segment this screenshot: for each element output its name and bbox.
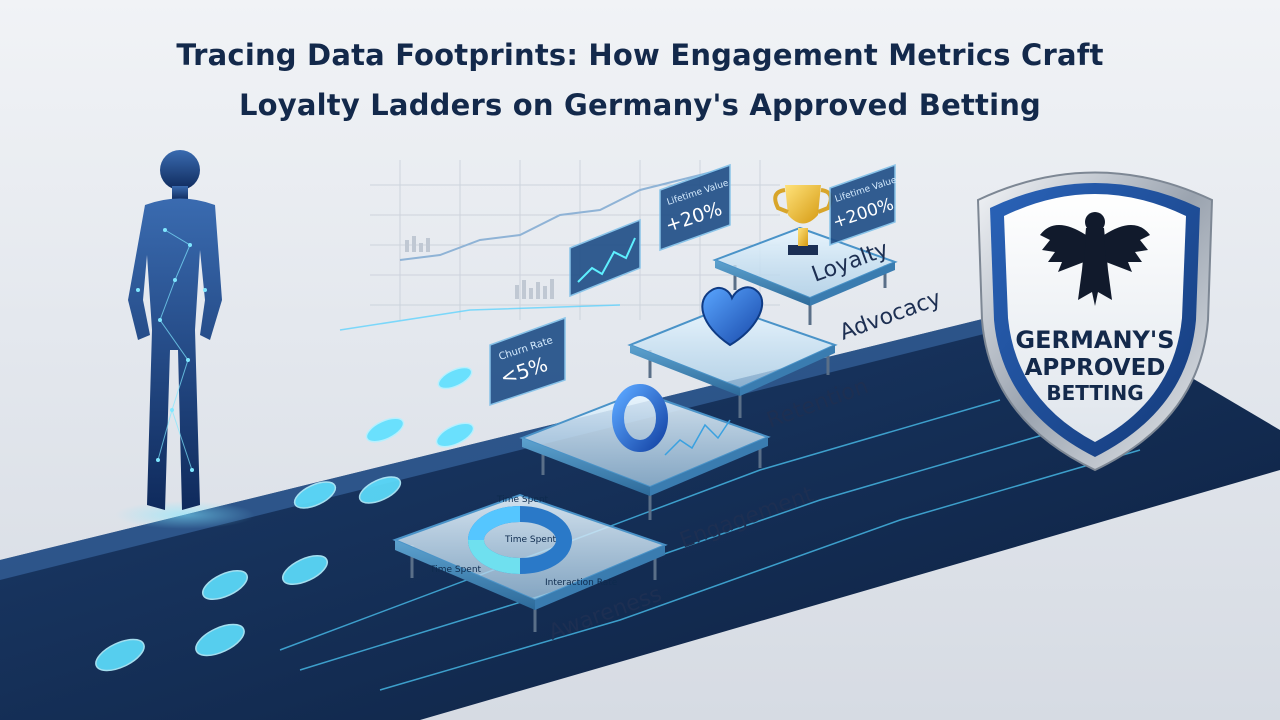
shield-line-3: BETTING: [1046, 381, 1143, 405]
panel-lifetime-value-2: Lifetime Value +200%: [829, 163, 898, 247]
human-figure-icon: [115, 150, 255, 529]
donut-label-2: Time Spent: [504, 535, 557, 545]
background-grid: [370, 160, 780, 320]
heart-icon: [701, 286, 764, 347]
ring-icon: [612, 384, 668, 452]
platform-retention: [627, 305, 838, 418]
data-lines: [279, 304, 1141, 691]
footprint-icon: [293, 476, 402, 509]
shield-icon: [976, 171, 1214, 472]
platform-loyalty: [712, 226, 898, 325]
donut-chart: [468, 506, 572, 574]
shield-line-2: APPROVED: [1025, 355, 1166, 381]
footprint-icon: [95, 623, 245, 672]
panel-churn-rate: Churn Rate <5%: [489, 316, 566, 407]
footprints: [95, 366, 475, 672]
background-trend-line: [399, 169, 721, 261]
background-bars: [405, 236, 554, 299]
footprint-icon: [365, 417, 475, 448]
page-title: Tracing Data Footprints: How Engagement …: [0, 30, 1280, 130]
shield-line-1: GERMANY'S: [1015, 326, 1174, 354]
footprint-icon: [202, 555, 328, 600]
panel-trend-chart: [569, 218, 641, 298]
footprint-icon: [437, 366, 473, 390]
donut-label-4: Interaction Rate: [545, 578, 618, 588]
eagle-icon: [1040, 212, 1150, 306]
floor-path: [0, 300, 1280, 720]
title-line-1: Tracing Data Footprints: How Engagement …: [176, 38, 1104, 72]
title-line-2: Loyalty Ladders on Germany's Approved Be…: [238, 88, 1042, 122]
panel-lifetime-value-1: Lifetime Value +20%: [659, 163, 731, 252]
platform-awareness: [392, 493, 668, 632]
donut-label-3: Time Spent: [429, 565, 482, 575]
donut-label-1: Time Spent: [496, 495, 549, 505]
